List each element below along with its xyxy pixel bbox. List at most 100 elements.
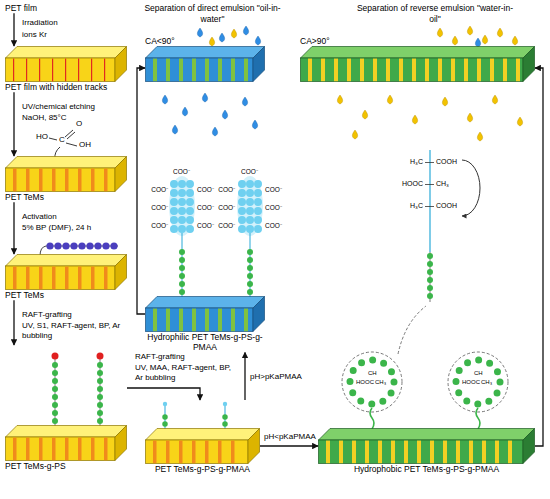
pore-track bbox=[451, 59, 455, 82]
pore-track bbox=[231, 441, 235, 464]
film-front bbox=[6, 58, 116, 82]
pore-track bbox=[166, 441, 170, 464]
pore-track bbox=[192, 59, 196, 82]
charge-group: COO⁻ bbox=[148, 222, 168, 230]
pore-track bbox=[192, 441, 196, 464]
pore-track bbox=[391, 441, 395, 464]
annotation-text: UV, S1, RAFT-agent, BP, Ar bubbling bbox=[22, 321, 127, 341]
process-arrow bbox=[13, 202, 14, 254]
step-label: RAFT-grafting bbox=[22, 310, 72, 320]
charge-group: COO⁻ bbox=[197, 204, 214, 212]
pore-track bbox=[464, 59, 468, 82]
chem-group: HOOC bbox=[462, 379, 480, 387]
step-label: Irradiation bbox=[22, 18, 58, 28]
step-label: RAFT-grafting bbox=[135, 352, 185, 362]
pore-track bbox=[13, 169, 17, 192]
film-label: PET film bbox=[5, 3, 65, 13]
pore-track bbox=[26, 267, 30, 290]
film-slab bbox=[145, 46, 265, 82]
annotation-text: ions Kr bbox=[22, 30, 47, 40]
process-arrow bbox=[13, 300, 14, 345]
annotation-text: NaOH, 85°C bbox=[22, 113, 67, 123]
pore-track bbox=[360, 59, 364, 82]
pore-track bbox=[438, 59, 442, 82]
process-arrow bbox=[535, 68, 543, 446]
pore-track bbox=[503, 59, 507, 82]
charge-group: COO⁻ bbox=[217, 204, 235, 212]
hydrophilic-brush bbox=[169, 176, 263, 298]
pore-track bbox=[516, 59, 520, 82]
film-top bbox=[6, 47, 127, 59]
pore-track bbox=[244, 309, 248, 332]
film-slab bbox=[5, 156, 127, 192]
film-label: Hydrophobic PET TeMs-g-PS-g-PMAA bbox=[318, 464, 535, 474]
start-label: PET film bbox=[5, 3, 65, 13]
film-side bbox=[115, 157, 127, 192]
membrane-film: PET TeMs-g-PS bbox=[5, 345, 127, 471]
chem-group: H₃C bbox=[395, 158, 423, 167]
pore-track bbox=[205, 441, 209, 464]
film-front bbox=[146, 308, 254, 332]
film-top bbox=[6, 255, 127, 267]
pore-track bbox=[91, 59, 92, 82]
film-front bbox=[6, 266, 116, 290]
pore-track bbox=[218, 59, 222, 82]
pore-track bbox=[347, 59, 351, 82]
pore-track bbox=[13, 438, 17, 461]
pore-track bbox=[78, 267, 82, 290]
chem-group: H₃C bbox=[395, 202, 423, 211]
pore-track bbox=[482, 441, 486, 464]
chem-group: CH₃ bbox=[375, 379, 386, 387]
film-slab bbox=[300, 46, 535, 82]
pore-track bbox=[205, 59, 209, 82]
pore-track bbox=[153, 59, 157, 82]
oil-droplets bbox=[337, 26, 522, 141]
pore-track bbox=[352, 441, 356, 464]
chem-group: HOOC bbox=[395, 180, 423, 189]
chem-group: COOH bbox=[436, 158, 457, 167]
annotation-text: 5% BP (DMF), 24 h bbox=[22, 223, 91, 233]
film-top bbox=[146, 47, 265, 59]
pore-track bbox=[443, 441, 447, 464]
pore-track bbox=[231, 309, 235, 332]
film-front bbox=[319, 440, 524, 464]
pore-track bbox=[78, 59, 79, 82]
pore-track bbox=[166, 309, 170, 332]
process-arrow bbox=[244, 352, 245, 400]
pore-track bbox=[13, 59, 14, 82]
annotation-text: UV, MAA, RAFT-agent, BP, Ar bubbling bbox=[135, 363, 235, 383]
panel-heading: Separation of reverse emulsion "water-in… bbox=[355, 3, 515, 24]
charge-group: COO⁻ bbox=[265, 222, 282, 230]
charge-group: COO⁻ bbox=[173, 168, 190, 176]
membrane-film: PET TeMs bbox=[5, 156, 127, 202]
pore-track bbox=[52, 267, 56, 290]
film-slab bbox=[5, 46, 127, 82]
pore-track bbox=[321, 59, 325, 82]
pore-track bbox=[231, 59, 235, 82]
film-top bbox=[6, 426, 127, 438]
panel-heading: Separation of direct emulsion "oil-in-wa… bbox=[140, 3, 285, 24]
chem-group: HO bbox=[36, 132, 48, 142]
film-top bbox=[6, 157, 127, 169]
ps-chains bbox=[52, 353, 104, 427]
film-side bbox=[115, 255, 127, 290]
pore-track bbox=[508, 441, 512, 464]
pore-track bbox=[179, 309, 183, 332]
pore-track bbox=[104, 59, 105, 82]
film-slab bbox=[145, 428, 260, 464]
film-front bbox=[146, 440, 249, 464]
pore-track bbox=[65, 267, 69, 290]
membrane-film: PET TeMs bbox=[5, 254, 127, 300]
pore-track bbox=[334, 59, 338, 82]
film-label: PET TeMs-g-PS-g-PMAA bbox=[145, 464, 260, 474]
pore-track bbox=[477, 59, 481, 82]
step-label: pH>pKaPMAA bbox=[250, 372, 302, 382]
film-label: CA>90° bbox=[300, 36, 535, 46]
pore-track bbox=[13, 267, 17, 290]
pore-track bbox=[104, 169, 108, 192]
pore-track bbox=[78, 169, 82, 192]
chem-group: HOOC bbox=[356, 379, 374, 387]
pore-track bbox=[65, 169, 69, 192]
pore-track bbox=[39, 267, 43, 290]
film-label: CA<90° bbox=[145, 36, 265, 46]
